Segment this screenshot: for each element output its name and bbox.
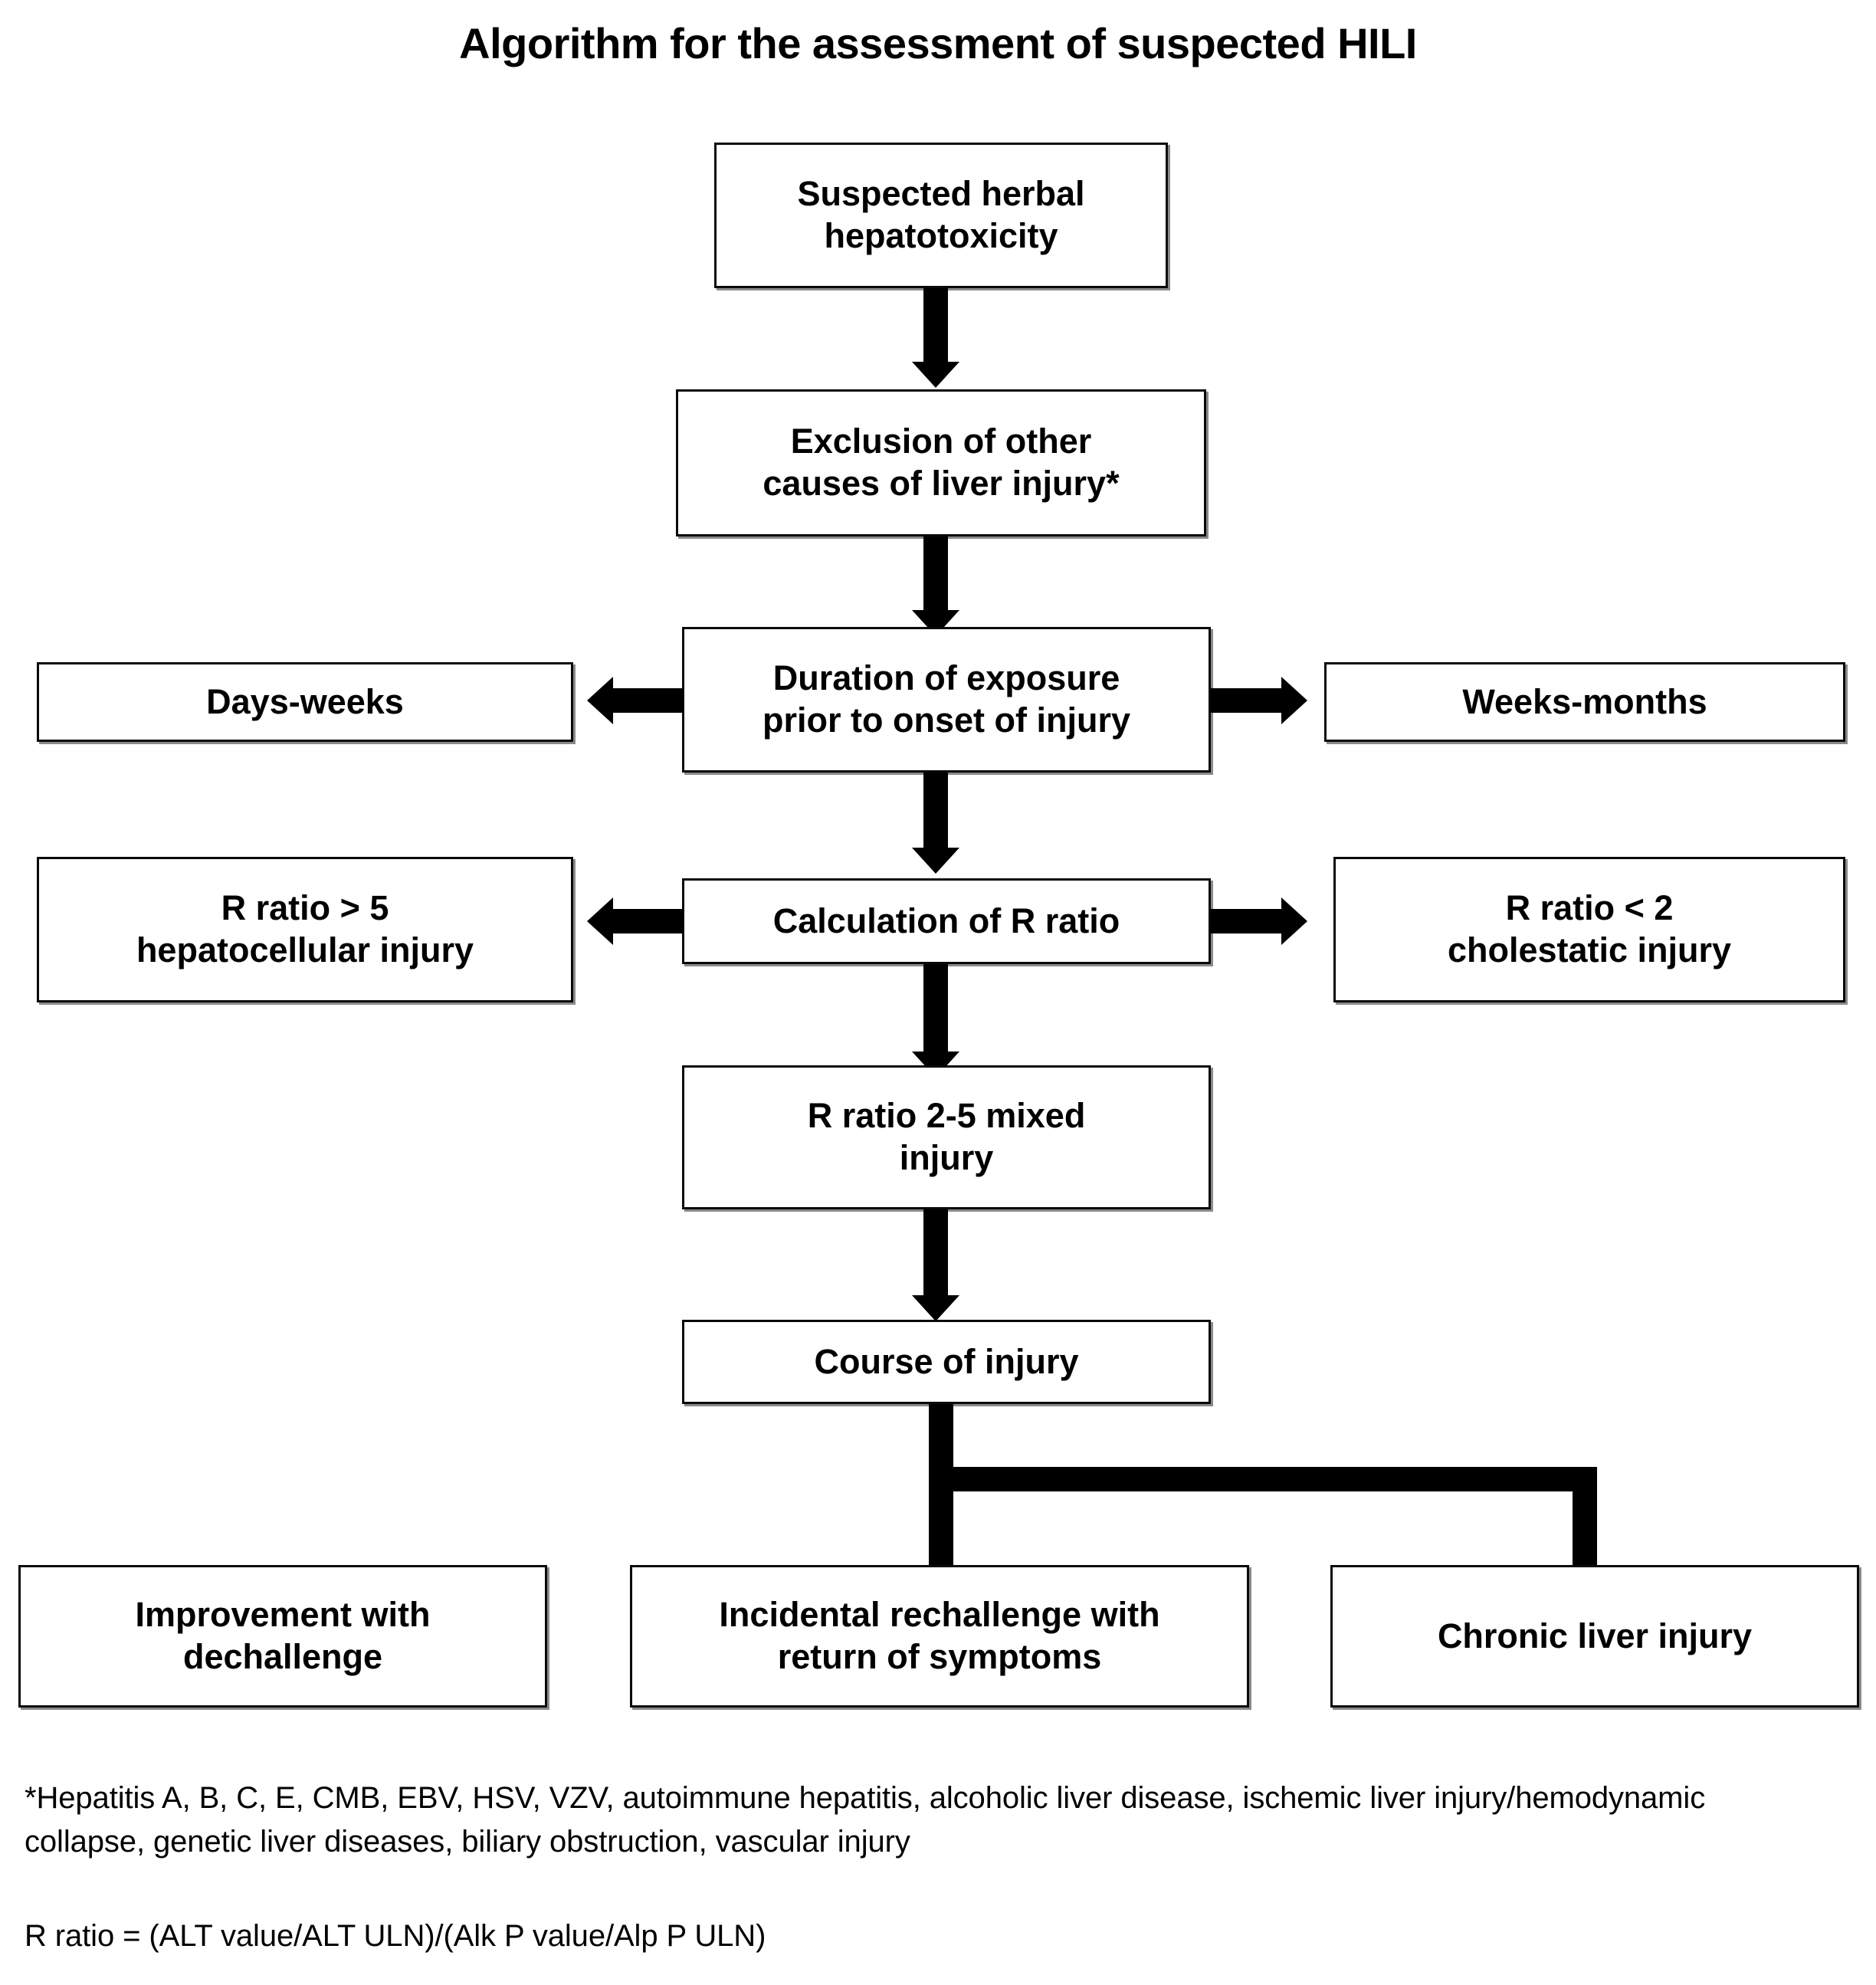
node-r-gt5-line2: hepatocellular injury bbox=[136, 930, 474, 970]
node-weeks-months-label: Weeks-months bbox=[1462, 681, 1707, 721]
node-improvement-line2: dechallenge bbox=[182, 1637, 383, 1676]
node-duration-line2: prior to onset of injury bbox=[763, 700, 1130, 740]
arrow-duration-to-weeks-months-shaft bbox=[1211, 688, 1281, 713]
node-exclusion-line2: causes of liver injury* bbox=[763, 464, 1120, 503]
node-r-lt2-line1: R ratio < 2 bbox=[1505, 888, 1674, 928]
node-improvement-with-dechallenge: Improvement with dechallenge bbox=[18, 1565, 547, 1708]
node-course-label: Course of injury bbox=[814, 1341, 1079, 1381]
node-r-mixed-line2: injury bbox=[899, 1138, 994, 1177]
node-exclusion-of-other-causes: Exclusion of other causes of liver injur… bbox=[676, 389, 1206, 536]
arrow-exclusion-to-duration-shaft bbox=[923, 536, 948, 621]
node-calculation-of-r-ratio: Calculation of R ratio bbox=[682, 878, 1211, 964]
arrow-duration-to-calculation-head bbox=[912, 848, 959, 874]
arrow-duration-to-days-weeks-head bbox=[587, 677, 613, 724]
arrow-duration-to-days-weeks-shaft bbox=[613, 688, 684, 713]
node-course-of-injury: Course of injury bbox=[682, 1320, 1211, 1404]
node-r-ratio-greater-5-hepatocellular: R ratio > 5 hepatocellular injury bbox=[37, 857, 573, 1002]
node-r-gt5-line1: R ratio > 5 bbox=[221, 888, 389, 928]
node-incidental-rechallenge: Incidental rechallenge with return of sy… bbox=[630, 1565, 1249, 1708]
node-chronic-label: Chronic liver injury bbox=[1437, 1616, 1753, 1655]
arrow-mixed-to-course-head bbox=[912, 1295, 959, 1321]
arrow-course-branch-horizontal bbox=[929, 1467, 1597, 1491]
arrow-calculation-to-hepatocellular-shaft bbox=[613, 909, 684, 933]
node-days-weeks: Days-weeks bbox=[37, 662, 573, 742]
node-days-weeks-label: Days-weeks bbox=[206, 681, 404, 721]
footnote-other-causes: *Hepatitis A, B, C, E, CMB, EBV, HSV, VZ… bbox=[25, 1781, 1706, 1859]
footnote-r-ratio-formula: R ratio = (ALT value/ALT ULN)/(Alk P val… bbox=[25, 1919, 766, 1953]
node-r-lt2-line2: cholestatic injury bbox=[1447, 930, 1732, 970]
node-improvement-line1: Improvement with bbox=[135, 1595, 431, 1635]
arrow-suspected-to-exclusion-shaft bbox=[923, 288, 948, 372]
page-title: Algorithm for the assessment of suspecte… bbox=[459, 19, 1417, 67]
node-suspected-herbal-hepatotoxicity: Suspected herbal hepatotoxicity bbox=[714, 143, 1168, 288]
node-calculation-label: Calculation of R ratio bbox=[772, 901, 1120, 940]
node-exclusion-line1: Exclusion of other bbox=[790, 422, 1092, 461]
node-r-ratio-less-2-cholestatic: R ratio < 2 cholestatic injury bbox=[1333, 857, 1845, 1002]
node-r-mixed-line1: R ratio 2-5 mixed bbox=[807, 1096, 1086, 1136]
arrow-calculation-to-cholestatic-shaft bbox=[1211, 909, 1281, 933]
node-suspected-line2: hepatotoxicity bbox=[824, 216, 1058, 255]
arrow-calculation-to-mixed-shaft bbox=[923, 964, 948, 1064]
arrow-calculation-to-cholestatic-head bbox=[1281, 897, 1307, 945]
node-duration-line1: Duration of exposure bbox=[772, 658, 1120, 698]
node-duration-of-exposure: Duration of exposure prior to onset of i… bbox=[682, 627, 1211, 773]
arrow-mixed-to-course-shaft bbox=[923, 1209, 948, 1307]
node-rechallenge-line1: Incidental rechallenge with bbox=[719, 1595, 1160, 1635]
arrow-calculation-to-hepatocellular-head bbox=[587, 897, 613, 945]
node-r-ratio-2-5-mixed-injury: R ratio 2-5 mixed injury bbox=[682, 1065, 1211, 1209]
arrow-suspected-to-exclusion-head bbox=[912, 362, 959, 388]
arrow-duration-to-calculation-shaft bbox=[923, 773, 948, 858]
arrow-duration-to-weeks-months-head bbox=[1281, 677, 1307, 724]
node-weeks-months: Weeks-months bbox=[1324, 662, 1845, 742]
node-rechallenge-line2: return of symptoms bbox=[777, 1637, 1102, 1676]
node-suspected-line1: Suspected herbal bbox=[797, 174, 1085, 214]
node-chronic-liver-injury: Chronic liver injury bbox=[1330, 1565, 1859, 1708]
